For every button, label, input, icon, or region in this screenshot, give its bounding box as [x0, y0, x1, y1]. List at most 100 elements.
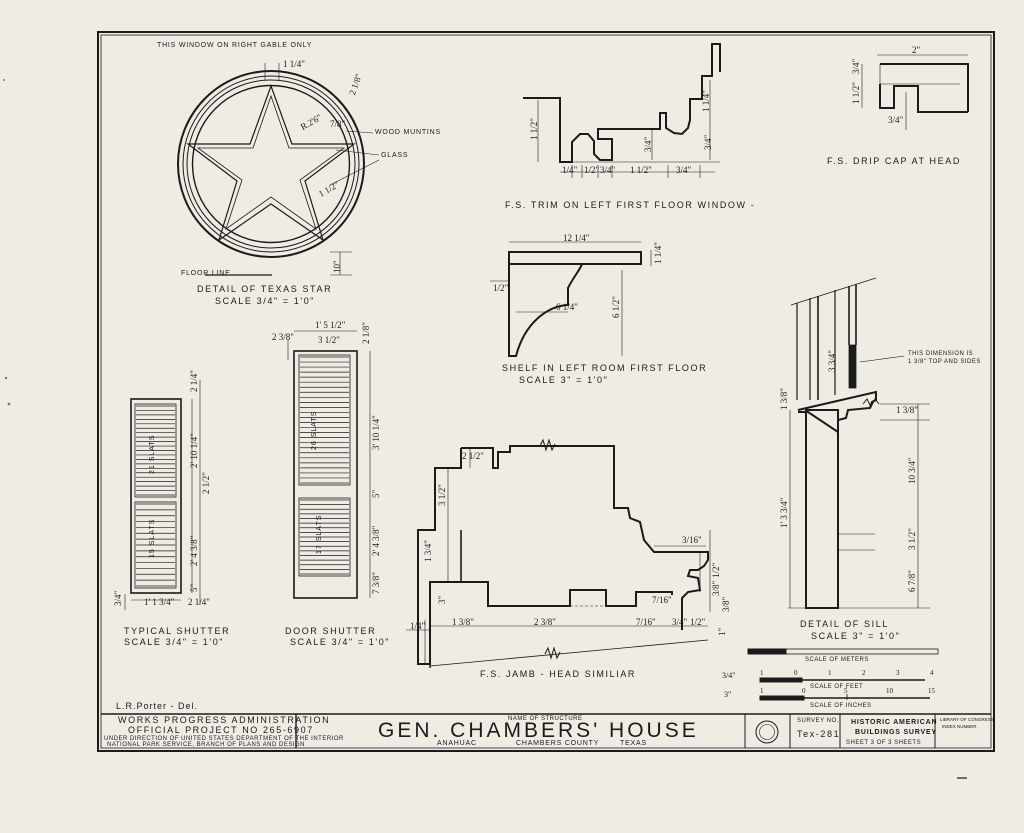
dim-trim-b5: 3/4"	[676, 165, 692, 175]
trim-profile	[523, 43, 721, 173]
paper-marks	[3, 79, 11, 406]
dim-star-top: 1 1/4"	[283, 59, 305, 69]
jamb-title: F.S. Jamb - Head Similiar	[480, 669, 637, 679]
dim-door-left: 2 3/8"	[272, 332, 294, 342]
dim-trim-b1: 1/4"	[562, 165, 578, 175]
door-shutter-title: Door Shutter	[285, 626, 377, 636]
sill-scale: Scale 3" = 1'0"	[811, 631, 901, 641]
scale-tick: 1	[760, 687, 764, 695]
agency-line4: National Park Service, Branch of Plans a…	[107, 742, 305, 748]
slats-15-label: 15 Slats	[149, 518, 156, 558]
dim-door-bot: 7 3/8"	[371, 572, 381, 594]
scale-bars	[747, 648, 939, 701]
dim-shelf-left: 1/2"	[493, 283, 509, 293]
dim-jamb-left: 1/4"	[410, 621, 426, 631]
dim-sill-l1: 1 3/8"	[779, 388, 789, 410]
dim-jamb-r2: 1/2"	[711, 562, 721, 578]
dim-sill-top: 3 3/4"	[827, 350, 837, 372]
inner-border	[100, 34, 992, 749]
dim-drip-left2: 1 1/2"	[851, 82, 861, 104]
dim-shutter-h1: 2' 10 1/4"	[189, 433, 199, 468]
dim-door-top: 2 1/8"	[361, 322, 371, 344]
scale-tick: 0	[794, 669, 798, 677]
habs-seal	[755, 720, 779, 744]
slats-21-label: 21 Slats	[149, 434, 156, 474]
dim-jamb-b4: 3/4"	[672, 617, 688, 627]
scale-tick: 2	[862, 669, 866, 677]
wood-muntins-label: Wood Muntins	[375, 129, 441, 136]
glass-label: Glass	[381, 152, 409, 159]
dimension-note-1: This Dimension Is	[908, 351, 974, 357]
dim-sill-r4: 6 7/8"	[907, 570, 917, 592]
dim-drip-top: 2"	[912, 45, 921, 55]
drip-cap-profile	[861, 54, 969, 130]
agency-line1: Works Progress Administration	[118, 715, 331, 725]
trim-title: F.S. Trim On Left First Floor Window -	[505, 200, 756, 210]
dim-jamb-b1: 1 3/8"	[452, 617, 474, 627]
outer-border	[97, 31, 995, 752]
scale-tick: 4	[930, 669, 934, 677]
dim-shelf-top: 12 1/4"	[563, 233, 590, 243]
dim-trim-r2: 3/4"	[703, 134, 713, 150]
scale-tick: 1	[828, 669, 832, 677]
slats-26-label: 26 Slats	[311, 410, 318, 450]
sill-title: Detail Of Sill	[800, 619, 889, 629]
dimension-note-2: 1 3/8" Top And Sides	[908, 359, 981, 365]
scale-prefix-inches: 3"	[724, 690, 732, 699]
dim-trim-b4: 1 1/2"	[630, 165, 652, 175]
scale-tick: 15	[928, 687, 935, 695]
dim-shutter-left: 3/4"	[113, 590, 123, 606]
shelf-title: Shelf In Left Room First Floor	[502, 363, 708, 373]
survey-number: Tex-281	[797, 729, 841, 739]
dim-drip-mid: 3/4"	[888, 115, 904, 125]
location-state: Texas	[620, 740, 647, 747]
star-title: Detail Of Texas Star	[197, 284, 333, 294]
slats-17-label: 17 Slats	[316, 514, 323, 554]
dim-door-h1: 3' 10 1/4"	[371, 415, 381, 450]
dim-jamb-b5: 1/2"	[690, 617, 706, 627]
dim-jamb-l1: 3 1/2"	[437, 484, 447, 506]
door-shutter-scale: Scale 3/4" = 1'0"	[290, 637, 391, 647]
delineator: L.R.Porter - Del.	[116, 701, 199, 711]
dim-jamb-l3: 3"	[437, 595, 447, 604]
structure-caption: Name of Structure	[508, 716, 583, 722]
structure-name: Gen. Chambers' House	[378, 719, 699, 742]
scale-inches-label: Scale of Inches	[810, 703, 872, 709]
location-county: Chambers County	[516, 740, 600, 747]
dim-shelf-inner: 6 1/4"	[556, 302, 578, 312]
scale-tick: 3	[896, 669, 900, 677]
typical-shutter-title: Typical Shutter	[124, 626, 231, 636]
floor-line-label: Floor Line	[181, 270, 231, 277]
sill-detail	[788, 277, 930, 609]
dim-shutter-top: 2 1/4"	[189, 370, 199, 392]
survey-caption: Survey No.	[797, 718, 839, 724]
jamb-section	[406, 445, 711, 668]
dim-trim-mid: 3/4"	[643, 136, 653, 152]
dim-star-floor: 10"	[332, 260, 342, 273]
scale-meters-label: Scale of Meters	[805, 657, 869, 663]
dim-shutter-bot: 5"	[189, 583, 199, 592]
scale-feet-label: Scale Of Feet	[810, 684, 864, 690]
library-line2: Index Number	[942, 724, 977, 729]
shelf-scale: Scale 3" = 1'0"	[519, 375, 609, 385]
dim-trim-b3: 3/4"	[600, 165, 616, 175]
dim-shutter-side: 2 1/4"	[188, 597, 210, 607]
break-symbols	[539, 398, 880, 660]
texas-star-detail	[177, 63, 380, 276]
dim-jamb-r5: 1"	[717, 627, 727, 636]
dim-drip-left1: 3/4"	[851, 58, 861, 74]
dim-trim-b2: 1/2"	[584, 165, 600, 175]
window-note: This Window On Right Gable Only	[157, 42, 313, 49]
dim-jamb-r1: 3/16"	[682, 535, 702, 545]
dim-door-mid: 5"	[371, 489, 381, 498]
agency-line3: Under Direction of United States Departm…	[104, 736, 344, 742]
dim-sill-r3: 3 1/2"	[907, 528, 917, 550]
habs-line1: Historic American	[851, 719, 938, 726]
agency-line2: Official Project No 265-6907	[128, 725, 314, 735]
dim-trim-left: 1 1/2"	[529, 118, 539, 140]
typical-shutter	[124, 380, 201, 610]
dim-jamb-t1: 2 1/2"	[462, 451, 484, 461]
shelf-profile	[490, 241, 652, 357]
